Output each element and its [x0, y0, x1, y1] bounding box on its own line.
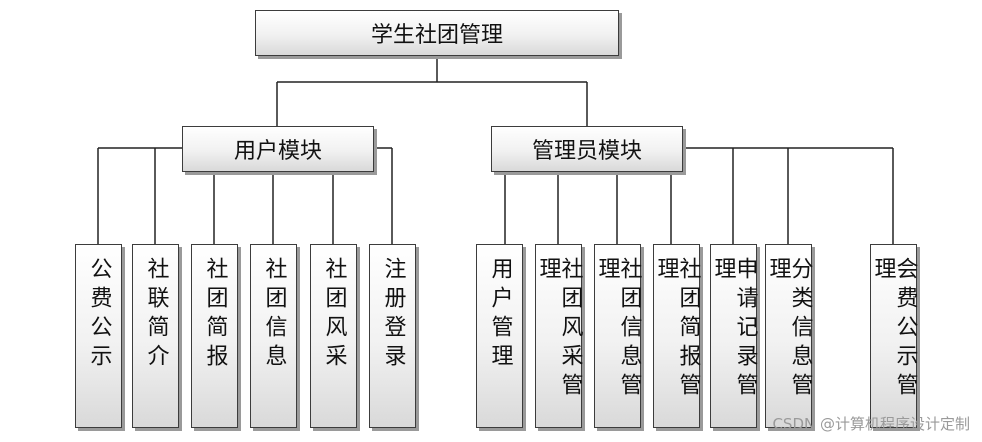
root-label: 学生社团管理: [370, 23, 503, 48]
admin-child-label: 会费公示管理: [870, 257, 918, 402]
admin-child-node: 申请记录管理: [710, 244, 758, 428]
admin-child-node: 会费公示管理: [870, 244, 918, 428]
user-child-node: 社团风采: [310, 244, 357, 428]
user-child-node: 社团信息: [250, 244, 297, 428]
user-child-label: 注册登录: [380, 257, 406, 373]
admin-child-node: 社团简报管理: [653, 244, 701, 428]
user-child-label: 社团风采: [321, 257, 347, 373]
admin-child-label: 申请记录管理: [710, 257, 758, 402]
admin-child-label: 用户管理: [487, 257, 513, 373]
admin-child-label: 社团信息管理: [594, 257, 642, 402]
user-child-label: 社联简介: [143, 257, 169, 373]
user-child-label: 社团信息: [261, 257, 287, 373]
admin-module-label: 管理员模块: [531, 139, 642, 164]
admin-child-node: 社团信息管理: [594, 244, 642, 428]
user-child-node: 社团简报: [191, 244, 238, 428]
admin-child-label: 社团风采管理: [535, 257, 583, 402]
user-child-node: 注册登录: [369, 244, 416, 428]
admin-child-label: 社团简报管理: [653, 257, 701, 402]
admin-child-node: 社团风采管理: [535, 244, 583, 428]
admin-child-node: 用户管理: [476, 244, 523, 428]
user-child-label: 社团简报: [202, 257, 228, 373]
admin-child-node: 分类信息管理: [765, 244, 813, 428]
user-child-node: 公费公示: [75, 244, 122, 428]
watermark: CSDN @计算机程序设计定制: [772, 415, 970, 433]
admin-module-node: 管理员模块: [491, 126, 683, 172]
user-child-label: 公费公示: [86, 257, 112, 373]
user-module-label: 用户模块: [233, 139, 322, 164]
admin-child-label: 分类信息管理: [765, 257, 813, 402]
root-node: 学生社团管理: [255, 10, 619, 56]
user-child-node: 社联简介: [132, 244, 179, 428]
user-module-node: 用户模块: [182, 126, 374, 172]
